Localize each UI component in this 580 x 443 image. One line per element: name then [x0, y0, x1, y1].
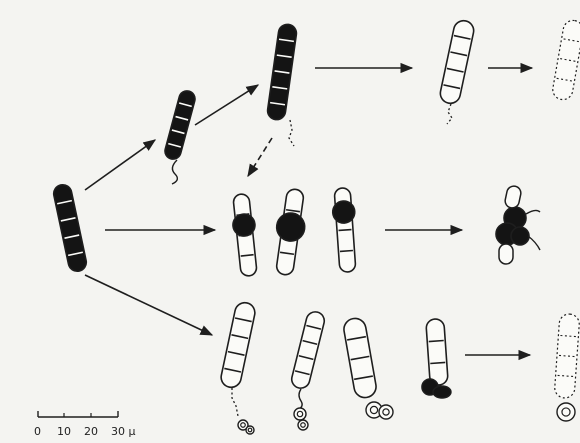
arrows — [85, 68, 532, 355]
bottom-spore-2-body — [290, 310, 326, 390]
cluster-cell-c — [511, 227, 529, 245]
bottom-spore-3-ring-2-inner — [383, 409, 389, 415]
middle-spore-2 — [270, 187, 310, 276]
bottom-spore-1-ring-2-inner — [248, 428, 252, 432]
start-spore-body — [52, 183, 88, 273]
cluster-germ-tube-2 — [528, 236, 540, 250]
bottom-spore-1 — [219, 301, 256, 389]
scale-label-0: 0 — [34, 425, 41, 438]
top-ghost-spore-body — [438, 19, 475, 105]
upper-spore-germ-tube — [172, 160, 177, 184]
top-spore — [266, 23, 297, 121]
bottom-spore-3-ring-inner — [370, 406, 377, 413]
middle-spore-3 — [331, 187, 359, 272]
bottom-spore-2 — [290, 310, 326, 390]
upper-spore — [163, 89, 197, 161]
cluster-top-cell — [504, 185, 522, 209]
spore-figures — [52, 19, 580, 434]
top-spore-tail — [289, 120, 294, 146]
middle-spore-2-swollen-cell — [275, 211, 307, 243]
upper-spore-body — [163, 89, 197, 161]
top-dotted-ghost — [551, 19, 580, 101]
bottom-dotted-ghost — [554, 313, 580, 398]
bottom-spore-2-ring-2-inner — [301, 423, 306, 428]
scale-label-10: 10 — [57, 425, 71, 438]
bottom-spore-1-body — [219, 301, 256, 389]
bottom-spore-4 — [426, 318, 449, 385]
middle-spore-1 — [230, 193, 260, 277]
scale-bar: 0 10 20 30 μ — [34, 411, 136, 438]
bottom-spore-4-dark-cell-2 — [433, 386, 451, 398]
cluster-germ-tube-1 — [526, 210, 540, 214]
cluster-end-cell — [499, 244, 513, 264]
top-ghost-spore — [438, 19, 475, 105]
middle-spore-3-swollen-cell — [332, 200, 355, 223]
bottom-spore-2-germ-tube — [299, 389, 302, 409]
bottom-spore-2-ring-inner — [297, 411, 302, 416]
bottom-spore-4-septum — [429, 341, 444, 342]
bottom-spore-3 — [342, 317, 378, 400]
bottom-spore-4-septum — [430, 362, 445, 363]
bottom-ghost-ring-inner — [562, 408, 570, 416]
top-ghost-spore-tail — [447, 104, 452, 124]
arrow-to-top-spore — [195, 85, 258, 125]
middle-spore-3-septum — [340, 250, 353, 251]
bottom-spore-4-body — [426, 318, 449, 385]
arrow-dashed-down — [248, 138, 272, 176]
bottom-spore-1-tail — [232, 388, 238, 416]
middle-spore-3-septum — [339, 230, 352, 231]
arrow-to-upper-spore — [85, 140, 155, 190]
arrow-to-bottom-row — [85, 275, 212, 335]
scale-label-30: 30 μ — [111, 425, 136, 438]
scale-label-20: 20 — [84, 425, 98, 438]
bottom-spore-1-ring-inner — [241, 423, 246, 428]
start-spore — [52, 183, 88, 273]
bottom-dotted-ghost-body — [554, 313, 580, 398]
